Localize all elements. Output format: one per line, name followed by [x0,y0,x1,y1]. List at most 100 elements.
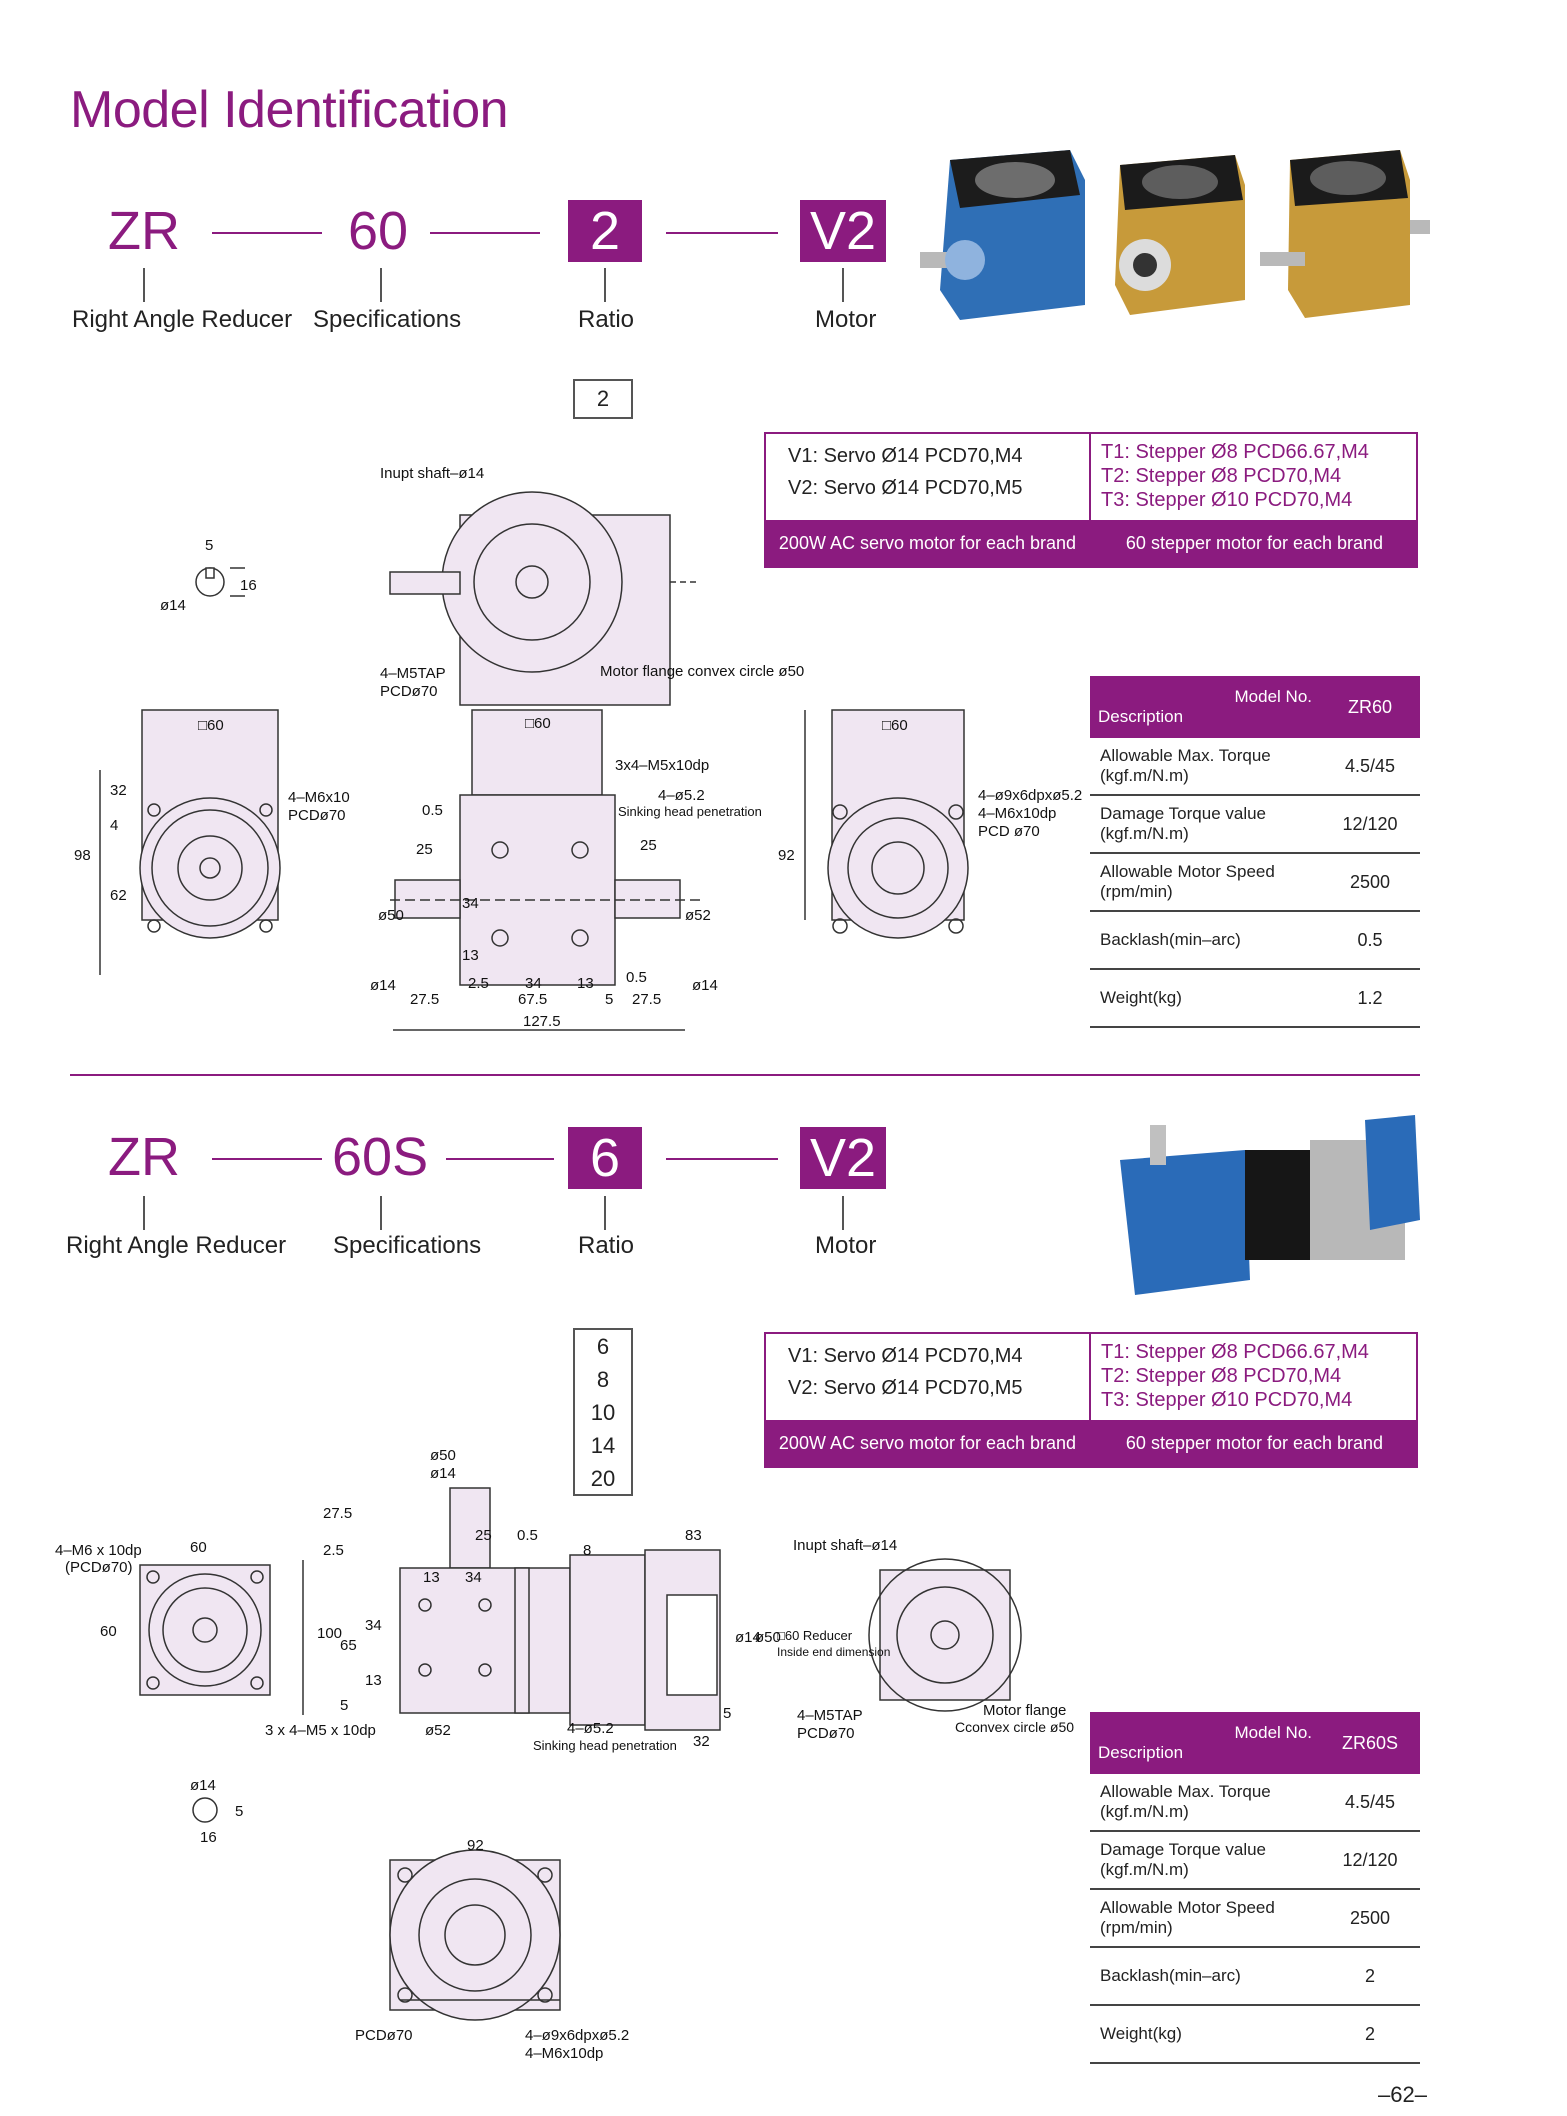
stepper-option-t2: T2: Stepper Ø8 PCD70,M4 [1101,1365,1342,1387]
ratio-option: 2 [573,379,633,419]
label-reducer: Right Angle Reducer [72,306,293,333]
label-holes-d52: 4–ø5.2 [658,787,705,804]
model-no-header: Model No. [1234,687,1312,706]
dim-27-5: 27.5 [323,1505,352,1522]
label-ratio: Ratio [578,1232,635,1259]
label-square-60-side: □60 [525,715,551,732]
code-spec: 60S [332,1127,429,1187]
label-reducer: Right Angle Reducer [66,1232,287,1259]
row-value: 12/120 [1320,795,1420,854]
code-ratio: 6 [568,1127,642,1189]
dim-25-left: 25 [416,841,433,858]
dim-25-right: 25 [640,837,657,854]
table-row: Backlash(min–arc)0.5 [1090,911,1420,970]
connector-dash [446,1158,554,1160]
dim-4: 4 [110,817,118,834]
dim-65: 65 [340,1637,357,1654]
ratio-option: 8 [596,1367,610,1392]
table-row: Allowable Motor Speed (rpm/min)2500 [1090,1889,1420,1948]
row-value: 4.5/45 [1320,1774,1420,1832]
row-value: 4.5/45 [1320,738,1420,796]
code-series: ZR [108,201,180,261]
label-reducer-square: □60 Reducer [777,1628,853,1643]
servo-note: 200W AC servo motor for each brand [766,520,1089,566]
motor-option-table: V1: Servo Ø14 PCD70,M4 V2: Servo Ø14 PCD… [764,432,1418,568]
dim-0-5: 0.5 [422,802,443,819]
dim-8: 8 [583,1542,591,1559]
label-inside-end: Inside end dimension [777,1645,890,1659]
label-side-pcd: PCD ø70 [978,823,1040,840]
label-ratio: Ratio [578,306,635,333]
connector-dash [666,1158,778,1160]
label-sinking: Sinking head penetration [533,1738,677,1753]
table-row: Allowable Max. Torque (kgf.m/N.m)4.5/45 [1090,738,1420,796]
stepper-option-t2: T2: Stepper Ø8 PCD70,M4 [1101,465,1342,487]
key-phi14: ø14 [190,1777,216,1794]
label-side-holes: 4–ø9x6dpxø5.2 [978,787,1082,804]
dim-60-w: 60 [190,1539,207,1556]
row-desc: Backlash(min–arc) [1090,911,1320,970]
dim-27-5-right: 27.5 [632,991,661,1008]
tick [380,268,382,302]
connector-dash [666,232,778,234]
dim-5: 5 [340,1697,348,1714]
table-row: Allowable Max. Torque (kgf.m/N.m)4.5/45 [1090,1774,1420,1832]
technical-drawing-zr60s: 4–M6 x 10dp (PCDø70) 60 60 ø50 ø14 3 x 4… [55,1447,1074,2062]
ratio-options-list: 6 8 10 14 20 [573,1328,633,1496]
label-m6-bottom: 4–M6x10dp [525,2045,603,2062]
row-value: 0.5 [1320,911,1420,970]
row-desc: Allowable Max. Torque (kgf.m/N.m) [1090,738,1320,796]
label-sinking: Sinking head penetration [618,804,762,819]
table-row: Weight(kg)1.2 [1090,969,1420,1028]
dim-92: 92 [778,847,795,864]
tick [143,1196,145,1230]
code-spec: 60 [348,201,409,261]
label-square-60-front: □60 [198,717,224,734]
row-value: 2500 [1320,853,1420,912]
dim-2-5: 2.5 [468,975,489,992]
dim-phi50-right: ø50 [755,1629,781,1646]
row-desc: Damage Torque value (kgf.m/N.m) [1090,795,1320,854]
dim-100: 100 [317,1625,342,1642]
key-16: 16 [200,1829,217,1846]
stepper-option-t1: T1: Stepper Ø8 PCD66.67,M4 [1101,1341,1369,1363]
stepper-note: 60 stepper motor for each brand [1091,520,1418,566]
label-motor: Motor [815,306,877,333]
row-value: 12/120 [1320,1831,1420,1890]
label-m6: 4–M6 x 10dp [55,1542,142,1559]
row-desc: Weight(kg) [1090,2005,1320,2064]
row-value: 2 [1320,2005,1420,2064]
dim-34: 34 [465,1569,482,1586]
product-photo-gold-2 [1260,150,1430,318]
description-header: Description [1098,707,1184,726]
dim-27-5-left: 27.5 [410,991,439,1008]
row-desc: Allowable Motor Speed (rpm/min) [1090,1889,1320,1948]
label-holes: 4–ø5.2 [567,1720,614,1737]
label-motor: Motor [815,1232,877,1259]
dim-127-5: 127.5 [523,1013,561,1030]
model-no-header: Model No. [1234,1723,1312,1742]
section-divider [70,1074,1420,1076]
stepper-note: 60 stepper motor for each brand [1091,1420,1418,1466]
dim-5: 5 [605,991,613,1008]
table-row: Backlash(min–arc)2 [1090,1947,1420,2006]
connector-dash [212,1158,322,1160]
dim-phi52: ø52 [685,907,711,924]
ratio-option: 6 [596,1334,610,1359]
label-flange: Motor flange [983,1702,1066,1719]
motor-option-table: V1: Servo Ø14 PCD70,M4 V2: Servo Ø14 PCD… [764,1332,1418,1468]
dim-67-5: 67.5 [518,991,547,1008]
label-input-shaft: Inupt shaft–ø14 [380,465,484,482]
product-photo-zr60s [1120,1115,1420,1295]
table-row: Damage Torque value (kgf.m/N.m)12/120 [1090,1831,1420,1890]
servo-note: 200W AC servo motor for each brand [766,1420,1089,1466]
technical-drawing-zr60: Inupt shaft–ø14 4–M5TAP PCDø70 Motor fla… [74,465,1082,1031]
tick [604,1196,606,1230]
code-motor: V2 [800,200,886,262]
key-5: 5 [235,1803,243,1820]
label-m5: 3 x 4–M5 x 10dp [265,1722,376,1739]
ratio-option: 10 [590,1400,616,1425]
spec-header: Model No. Description [1090,676,1320,738]
dim-phi14: ø14 [430,1465,456,1482]
label-key-5: 5 [205,537,213,554]
